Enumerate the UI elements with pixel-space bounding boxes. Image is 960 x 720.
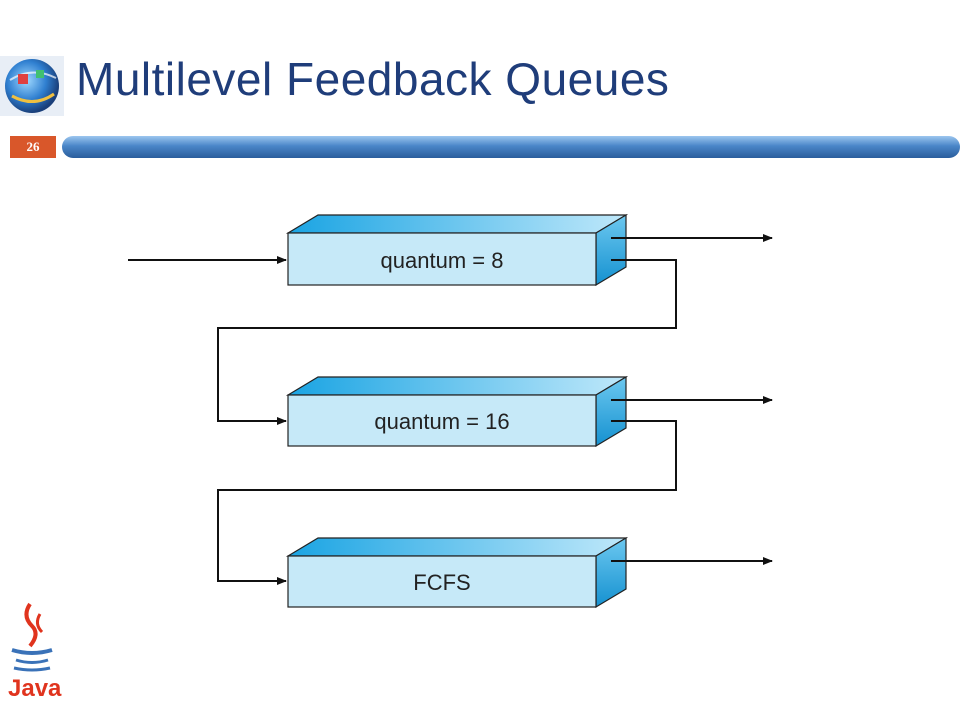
java-logo-text: Java	[8, 675, 62, 702]
slide-title: Multilevel Feedback Queues	[76, 53, 670, 105]
slide-number-badge: 26	[10, 136, 56, 158]
queue-label-2: quantum = 16	[374, 409, 509, 434]
queue-box-2: quantum = 16	[285, 375, 629, 448]
globe-logo-icon	[0, 56, 64, 116]
java-logo-icon: Java	[8, 602, 62, 702]
queue-box-1: quantum = 8	[285, 213, 629, 287]
queue-box-3: FCFS	[285, 536, 629, 609]
header-bar	[62, 136, 960, 158]
queue-label-1: quantum = 8	[381, 248, 504, 273]
queue-label-3: FCFS	[413, 570, 470, 595]
demotion-arrow-2-to-3	[217, 420, 677, 585]
demotion-arrow-1-to-2	[217, 259, 677, 425]
